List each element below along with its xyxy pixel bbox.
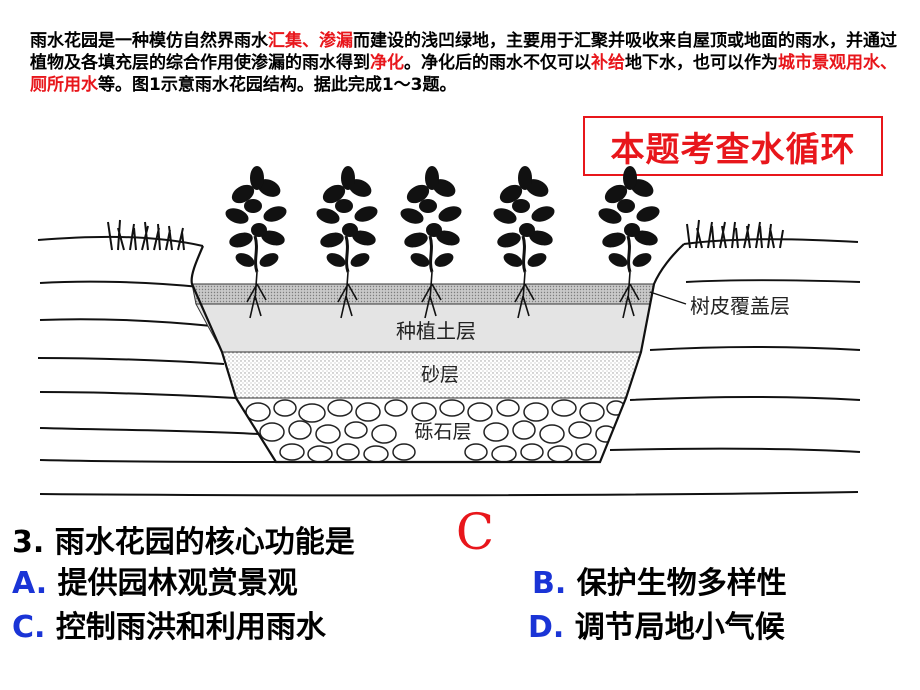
option-d-letter: D. <box>528 610 565 645</box>
option-c-letter: C. <box>12 610 46 645</box>
plant <box>225 166 287 319</box>
intro-paragraph: 雨水花园是一种模仿自然界雨水汇集、渗漏而建设的浅凹绿地，主要用于汇聚并吸收来自屋… <box>30 30 898 96</box>
intro-highlight-2: 净化 <box>370 53 404 73</box>
option-b-letter: B. <box>532 566 567 601</box>
plant <box>400 166 462 319</box>
plant <box>316 166 378 319</box>
option-c-text: 控制雨洪和利用雨水 <box>55 610 326 645</box>
label-sand-layer: 砂层 <box>421 364 459 386</box>
intro-text-4: 地下水，也可以作为 <box>625 53 778 73</box>
option-b-text: 保护生物多样性 <box>576 566 787 601</box>
option-d[interactable]: D. 调节局地小气候 <box>528 602 785 646</box>
label-gravel-layer: 砾石层 <box>414 421 471 443</box>
label-soil-layer: 种植土层 <box>396 319 476 343</box>
intro-text-2: 而建设的浅凹绿地，主要用于汇聚并吸收来自屋顶或地面的雨水，并通过植物及各填充层的… <box>30 31 897 73</box>
grass-tufts <box>107 219 784 251</box>
topic-tag: 本题考查水循环 <box>583 116 883 176</box>
intro-highlight-1: 汇集、渗漏 <box>268 31 353 51</box>
option-b[interactable]: B. 保护生物多样性 <box>532 558 787 602</box>
intro-text-1: 雨水花园是一种模仿自然界雨水 <box>30 31 268 51</box>
label-bark-layer: 树皮覆盖层 <box>690 294 790 318</box>
option-a-text: 提供园林观赏景观 <box>57 566 298 601</box>
option-a[interactable]: A. 提供园林观赏景观 <box>12 558 298 602</box>
intro-text-3: 。净化后的雨水不仅可以 <box>404 53 591 73</box>
basin-outline <box>190 243 685 464</box>
question-stem: 3. 雨水花园的核心功能是 <box>12 525 355 560</box>
plant <box>598 166 660 319</box>
rain-garden-diagram: 树皮覆盖层 种植土层 砂层 砾石层 <box>37 166 861 497</box>
option-c[interactable]: C. 控制雨洪和利用雨水 <box>12 602 326 646</box>
topic-tag-text: 本题考查水循环 <box>610 129 856 170</box>
answer-mark: C <box>455 503 495 561</box>
option-a-letter: A. <box>12 566 48 601</box>
intro-highlight-3: 补给 <box>591 53 625 73</box>
ground-layers <box>37 235 861 497</box>
plant <box>493 166 555 319</box>
bark-leader-line <box>649 291 687 305</box>
gravel-stones <box>245 399 626 462</box>
intro-highlight-4: 城市景观用水、厕所用水 <box>30 53 897 95</box>
option-d-text: 调节局地小气候 <box>574 610 785 645</box>
intro-text-5: 等。图1示意雨水花园结构。据此完成1～3题。 <box>98 75 457 95</box>
